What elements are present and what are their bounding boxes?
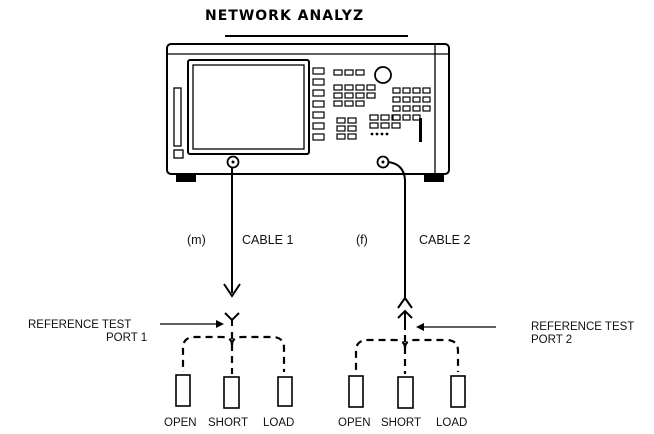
port-2-open-label: OPEN	[338, 417, 371, 429]
reference-port-1-connector	[224, 312, 240, 326]
port-1-load-standard	[277, 376, 293, 407]
cable-1-gender-label: (m)	[187, 233, 206, 247]
reference-port-1-label-line2: PORT 1	[106, 332, 147, 344]
port-1-short-standard	[223, 376, 240, 409]
reference-port-2-label-line1: REFERENCE TEST	[531, 321, 634, 333]
front-panel-keys	[333, 69, 431, 140]
port-1-open-label: OPEN	[164, 417, 197, 429]
port-2-standard-connections	[354, 335, 460, 374]
port-2-load-label: LOAD	[436, 417, 467, 429]
port-1-standard-connections	[181, 332, 286, 374]
diagram-title: NETWORK ANALYZ	[205, 8, 364, 24]
cable-1	[223, 167, 241, 298]
analyzer-display-screen	[187, 59, 310, 155]
reference-port-1-label-line1: REFERENCE TEST	[28, 319, 131, 331]
network-analyzer-instrument	[166, 43, 450, 182]
softkey-column	[312, 67, 325, 141]
port-2-short-standard	[397, 376, 414, 409]
reference-port-2-label-line2: PORT 2	[531, 334, 572, 346]
rotary-knob-icon	[374, 66, 392, 84]
port-1-open-standard	[175, 374, 191, 407]
reference-port-2-connector	[397, 309, 413, 330]
port-2-short-label: SHORT	[381, 417, 421, 429]
port-2-open-standard	[348, 375, 364, 408]
cable-2	[387, 161, 413, 309]
port-2-load-standard	[450, 375, 466, 408]
cable-2-label: CABLE 2	[419, 233, 470, 247]
cable-2-gender-label: (f)	[356, 233, 368, 247]
port-1-short-label: SHORT	[208, 417, 248, 429]
port-1-load-label: LOAD	[263, 417, 294, 429]
cable-1-label: CABLE 1	[242, 233, 293, 247]
